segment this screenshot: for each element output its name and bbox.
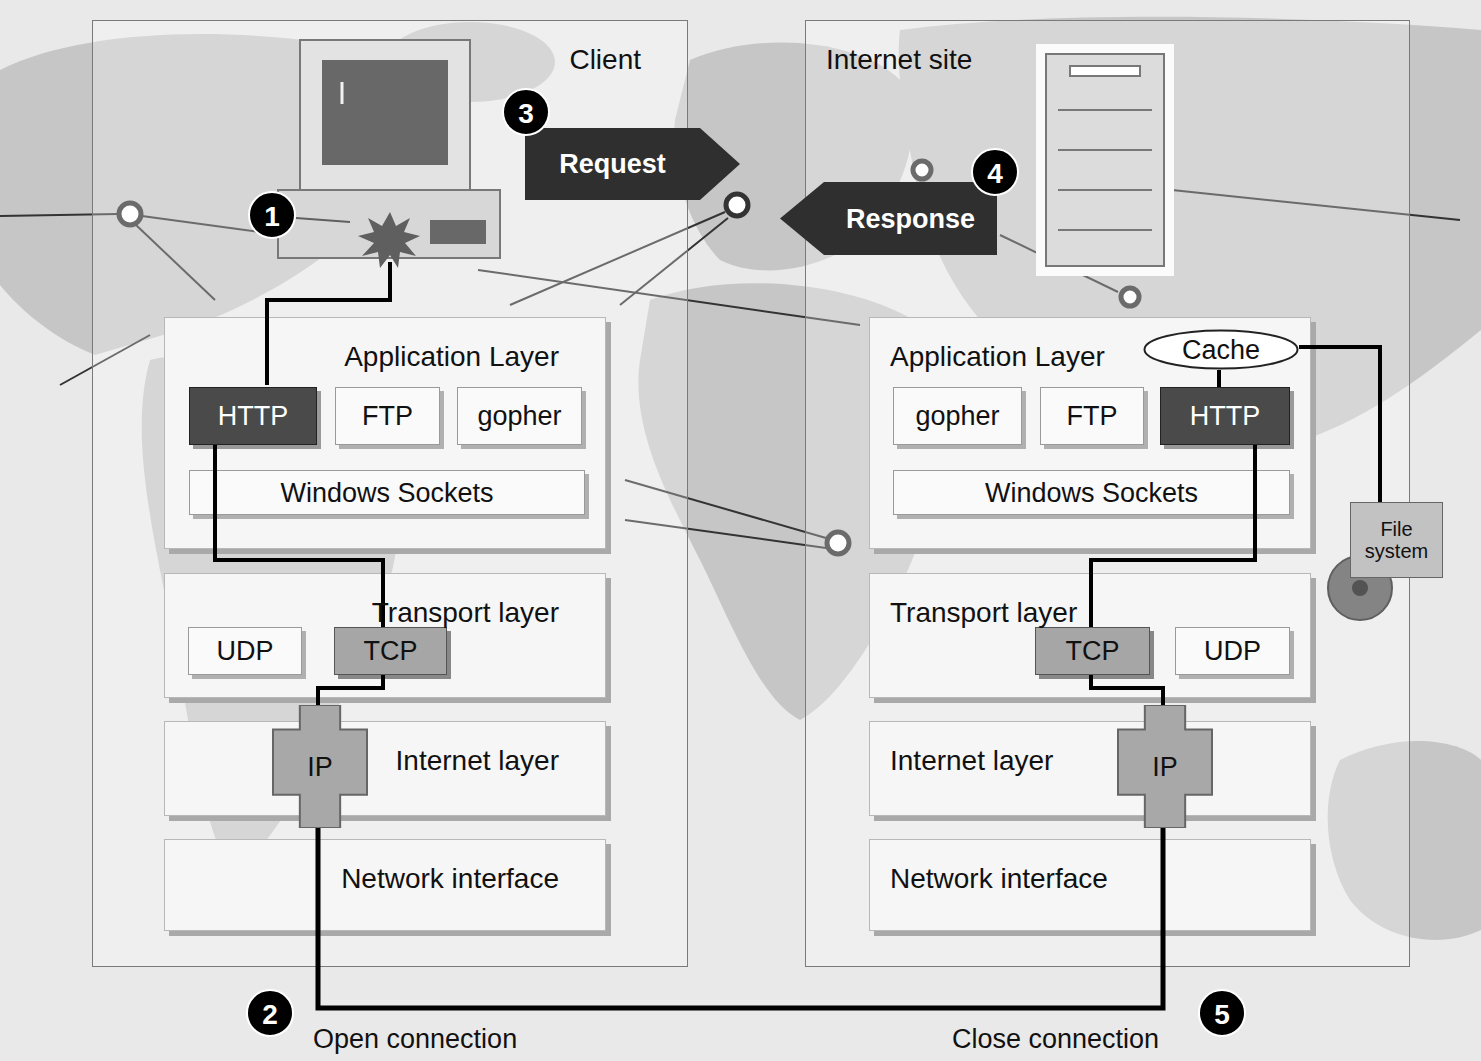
layer-band: Internet layer IP — [164, 721, 606, 816]
layer-band: Application Layer Cache gopher FTP HTTP Windo… — [869, 317, 1311, 549]
response-arrow: Response — [780, 182, 997, 255]
callout-number: 3 — [502, 88, 550, 136]
connection-line — [1091, 445, 1255, 627]
cache-ellipse: Cache — [1143, 329, 1299, 370]
connection-note: Close connection — [952, 1024, 1159, 1054]
connection-line — [215, 445, 383, 627]
layer-heading: Client — [569, 45, 641, 75]
layer-band: Network interface — [869, 839, 1311, 931]
ip-cross: IP — [272, 705, 368, 828]
box-label: FTP — [362, 401, 413, 431]
connection-note: Open connection — [313, 1024, 517, 1054]
box-label: gopher — [915, 401, 999, 431]
box-label: Windows Sockets — [280, 478, 493, 508]
connection-line — [318, 828, 1163, 1008]
layer-band: Internet layer IP — [869, 721, 1311, 816]
layer-heading: Internet layer — [396, 746, 559, 776]
box-label: TCP — [1066, 636, 1120, 666]
layer-band: Network interface — [164, 839, 606, 931]
active-protocol-box: HTTP — [1160, 387, 1290, 445]
layer-heading: Internet layer — [890, 746, 1053, 776]
box-label: IP — [1152, 752, 1178, 782]
layer-band: Transport layerTCP UDP — [869, 573, 1311, 698]
protocol-box: UDP — [1175, 627, 1290, 675]
connection-line — [1091, 675, 1163, 705]
outline — [1118, 705, 1212, 828]
callout-number: 2 — [246, 989, 294, 1037]
box-label: IP — [307, 752, 333, 782]
layer-heading: Transport layer — [372, 598, 559, 628]
box-label: Windows Sockets — [985, 478, 1198, 508]
active-protocol-box: HTTP — [189, 387, 317, 445]
ip-cross: IP — [1117, 705, 1213, 828]
layer-heading: Application Layer — [890, 342, 1105, 372]
layer-heading: Application Layer — [344, 342, 559, 372]
protocol-box: Windows Sockets — [189, 470, 585, 515]
box-label: Response — [846, 204, 975, 234]
wire — [267, 262, 390, 385]
box-label: Request — [559, 149, 666, 179]
layer-heading: Network interface — [890, 864, 1108, 894]
layer-band: Application LayerHTTP FTP gopherWindows So… — [164, 317, 606, 549]
outline — [780, 182, 997, 255]
callout-number: 4 — [971, 148, 1019, 196]
layer-band: Transport layerUDP TCP — [164, 573, 606, 698]
box-label: FTP — [1067, 401, 1118, 431]
box-label: UDP — [216, 636, 273, 666]
callout-number: 5 — [1198, 989, 1246, 1037]
box-label: UDP — [1204, 636, 1261, 666]
outline — [1145, 331, 1298, 369]
protocol-box: FTP — [1040, 387, 1144, 445]
box-label: gopher — [477, 401, 561, 431]
layer-heading: Network interface — [341, 864, 559, 894]
box-label: HTTP — [218, 401, 289, 431]
request-arrow: Request — [525, 128, 740, 200]
host-panel: Internet siteApplication Layer Cache gophe… — [805, 20, 1410, 967]
layer-heading: Transport layer — [890, 598, 1077, 628]
connection-line — [318, 675, 383, 705]
box-label: File system — [1351, 518, 1442, 562]
outline — [525, 128, 740, 200]
protocol-box: gopher — [457, 387, 582, 445]
box-label: Cache — [1182, 335, 1260, 365]
box-label: TCP — [364, 636, 418, 666]
callout-number: 1 — [248, 191, 296, 239]
connection-line — [1217, 370, 1221, 387]
transport-box: TCP — [334, 627, 447, 675]
protocol-box: UDP — [188, 627, 302, 675]
protocol-box: gopher — [893, 387, 1022, 445]
connection-line — [1299, 347, 1380, 502]
outline — [273, 705, 367, 828]
protocol-box: Windows Sockets — [893, 470, 1290, 515]
file-system-box: File system — [1350, 502, 1443, 578]
protocol-box: FTP — [335, 387, 440, 445]
transport-box: TCP — [1035, 627, 1150, 675]
box-label: HTTP — [1190, 401, 1261, 431]
layer-heading: Internet site — [826, 45, 972, 75]
